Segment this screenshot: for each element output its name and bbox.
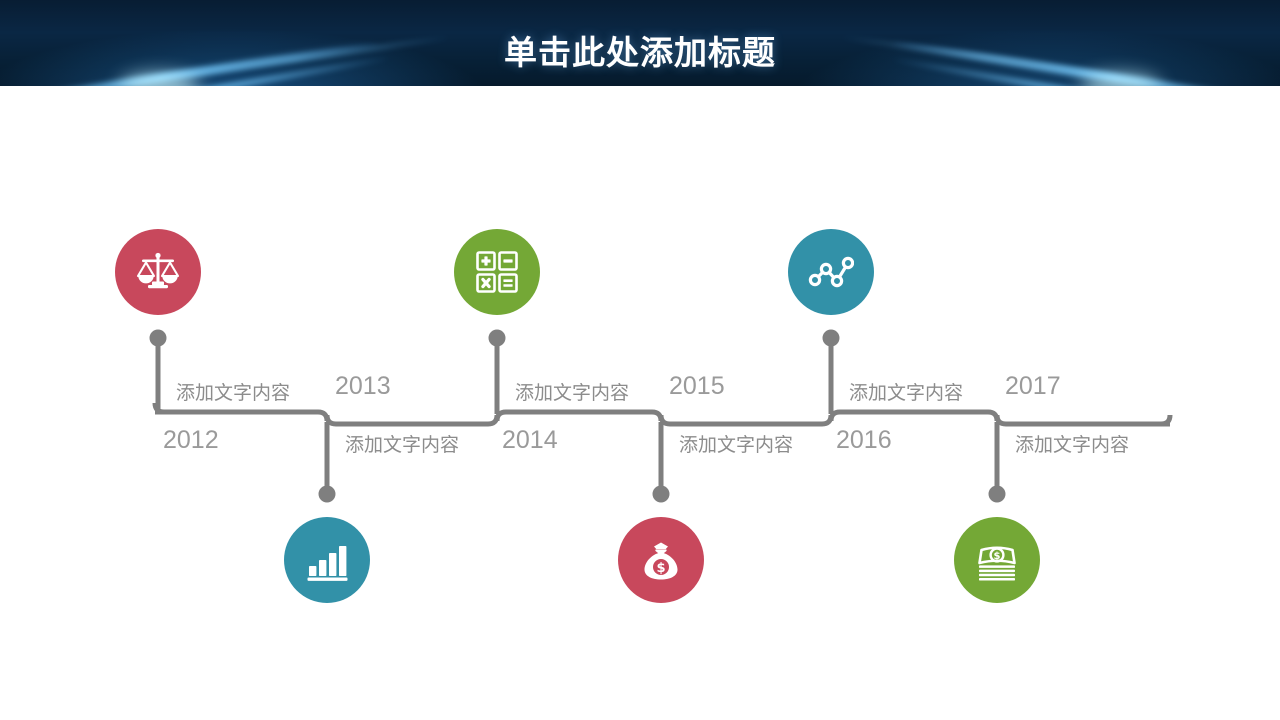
timeline-text-2017: 添加文字内容 [1015,434,1130,456]
timeline-node-2016[interactable] [788,229,874,315]
timeline-year-2012: 2012 [163,426,219,454]
timeline-node-2012[interactable] [115,229,201,315]
timeline-dot [318,485,336,503]
slide-header: 单击此处添加标题 [0,0,1280,86]
timeline-year-2014: 2014 [502,426,558,454]
svg-text:$: $ [656,561,665,576]
timeline-node-2017[interactable]: $ [954,517,1040,603]
svg-text:$: $ [994,551,1001,562]
balance-scale-icon [136,252,180,289]
money-bag-icon: $ [644,542,678,580]
timeline-end-cap [1160,414,1173,427]
timeline-text-2015: 添加文字内容 [679,434,794,456]
timeline-dot [652,485,670,503]
timeline-year-2016: 2016 [836,426,892,454]
light-glow-icon [120,74,200,86]
timeline-node-2013[interactable] [284,517,370,603]
calculator-icon [476,251,518,293]
timeline-dot [822,329,840,347]
timeline-dot [988,485,1006,503]
timeline-node-2014[interactable] [454,229,540,315]
timeline-year-2015: 2015 [669,372,725,400]
timeline-text-2014: 添加文字内容 [515,382,630,404]
timeline-rail [155,409,1170,427]
timeline-dot [488,329,506,347]
banknotes-icon: $ [978,546,1016,581]
timeline-text-2013: 添加文字内容 [345,434,460,456]
timeline-text-2012: 添加文字内容 [176,382,291,404]
timeline-text-2016: 添加文字内容 [849,382,964,404]
bar-chart-icon [307,546,348,581]
timeline-year-2017: 2017 [1005,372,1061,400]
light-glow-icon [1080,74,1160,86]
timeline-year-2013: 2013 [335,372,391,400]
line-chart-icon [808,256,854,288]
page-title: 单击此处添加标题 [504,33,776,72]
timeline-node-2015[interactable]: $ [618,517,704,603]
header-divider [0,86,1280,90]
timeline-dot [149,329,167,347]
